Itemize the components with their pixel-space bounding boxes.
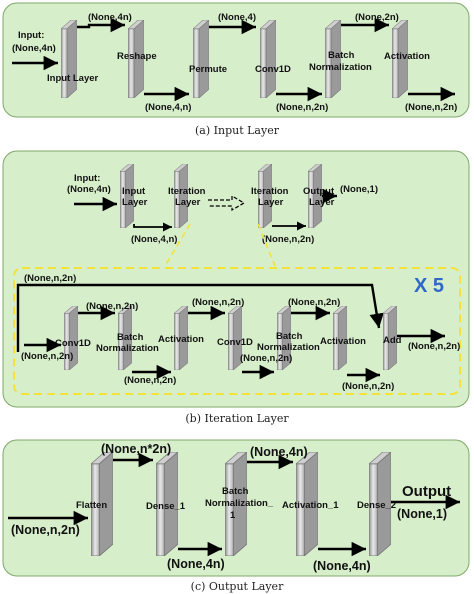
- inner-label-add: Add: [383, 335, 402, 346]
- c-output-shape: (None,1): [397, 507, 447, 521]
- inner-label-conv1d-2: Conv1D: [217, 337, 253, 348]
- inner-bottom-shape-3: (None,n,2n): [240, 353, 292, 364]
- b-expand-guide-right: [257, 223, 276, 267]
- b-label-iteration-word-1: Iteration: [168, 186, 206, 197]
- caption-a: (a) Input Layer: [195, 124, 280, 137]
- inner-label-batch-1: Batch: [117, 332, 144, 343]
- arrow-input-to-reshape: [77, 17, 125, 33]
- c-output-title: Output: [402, 483, 451, 500]
- b-label-layer-4: Layer: [309, 197, 335, 208]
- c-input-shape: (None,n,2n): [11, 523, 80, 537]
- b-label-iteration-word-2: Iteration: [251, 186, 289, 197]
- b-expand-arrow: [208, 194, 246, 212]
- inner-bottom-shape-4: (None,n,2n): [342, 381, 394, 392]
- b-output-shape: (None,1): [340, 184, 378, 195]
- c-label-bn-1: 1: [230, 510, 236, 521]
- shape-label-top-3: (None,2n): [355, 12, 399, 23]
- b-input-label: Input:: [74, 173, 100, 184]
- inner-top-shape-3: (None,n,2n): [288, 297, 340, 308]
- inner-label-batch-2: Batch: [276, 331, 303, 342]
- shape-label-top-1: (None,4n): [88, 12, 132, 23]
- b-label-output-word: Output: [303, 186, 335, 197]
- layer-label-normalization: Normalization: [309, 62, 372, 73]
- inner-label-conv1d-1: Conv1D: [55, 338, 91, 349]
- b-shape-right: (None,n,2n): [262, 234, 314, 245]
- layer-slab-conv1d: [260, 20, 276, 98]
- inner-top-shape-2: (None,n,2n): [192, 297, 244, 308]
- layer-label-conv1d: Conv1D: [255, 64, 291, 75]
- b-input-shape: (None,4n): [67, 184, 111, 195]
- layer-label-activation: Activation: [384, 51, 430, 62]
- inner-bottom-shape-1: (None,n,2n): [21, 351, 73, 362]
- inner-bottom-shape-2: (None,n,2n): [124, 375, 176, 386]
- layer-label-permute: Permute: [189, 64, 227, 75]
- shape-label-top-2: (None,4): [218, 12, 256, 23]
- c-top-shape-1: (None,n*2n): [101, 442, 171, 456]
- b-label-layer-3: Layer: [258, 197, 284, 208]
- c-label-dense-2: Dense_2: [357, 500, 396, 511]
- iteration-detail-box: [13, 267, 461, 395]
- shape-label-bottom-2: (None,n,2n): [276, 102, 328, 113]
- inner-label-normalization-2: Normalization: [257, 342, 320, 353]
- caption-b: (b) Iteration Layer: [185, 412, 289, 425]
- layer-slab-permute: [193, 20, 209, 98]
- layer-label-input: Input Layer: [47, 73, 99, 84]
- c-bottom-shape-2: (None,4n): [313, 559, 371, 573]
- c-bottom-shape-1: (None,4n): [167, 557, 225, 571]
- layer-slab-input: [61, 20, 77, 98]
- c-top-shape-2: (None,4n): [250, 445, 308, 459]
- b-arrow-input-to-iter: [133, 222, 172, 232]
- skip-connection-arrow: [16, 283, 384, 352]
- layer-label-reshape: Reshape: [117, 51, 157, 62]
- c-label-batch: Batch: [222, 486, 249, 497]
- panel-input-layer: Input: (None,4n) Input Layer Reshape Per…: [2, 2, 470, 118]
- caption-c: (c) Output Layer: [191, 580, 284, 593]
- skip-shape: (None,n,2n): [24, 273, 76, 284]
- layer-label-batch: Batch: [328, 50, 355, 61]
- c-label-dense-1: Dense_1: [146, 501, 186, 512]
- b-expand-guide-left: [164, 223, 191, 267]
- b-label-layer-2: Layer: [175, 197, 201, 208]
- repeat-count: X 5: [414, 275, 444, 297]
- panel-iteration-layer: Input: (None,4n) Input Layer Iteration L…: [2, 150, 470, 408]
- b-label-layer-1: Layer: [122, 197, 148, 208]
- input-label: Input:: [18, 30, 44, 41]
- inner-label-normalization-1: Normalization: [96, 343, 159, 354]
- inner-top-shape-1: (None,n,2n): [86, 301, 138, 312]
- b-shape-mid: (None,4,n): [131, 234, 177, 245]
- b-label-input-word: Input: [122, 186, 146, 197]
- c-label-activation-1: Activation_1: [282, 500, 339, 511]
- shape-label-bottom-3: (None,n,2n): [405, 102, 457, 113]
- panel-output-layer: Flatten Dense_1 Batch Normalization_ 1 A…: [2, 439, 470, 577]
- c-label-normalization: Normalization_: [205, 498, 274, 509]
- shape-label-bottom-1: (None,4,n): [145, 102, 191, 113]
- inner-output-shape: (None,n,2n): [408, 341, 460, 352]
- input-shape: (None,4n): [12, 43, 56, 54]
- c-label-flatten: Flatten: [76, 500, 107, 511]
- inner-label-activation-2: Activation: [320, 336, 366, 347]
- inner-label-activation-1: Activation: [158, 334, 204, 345]
